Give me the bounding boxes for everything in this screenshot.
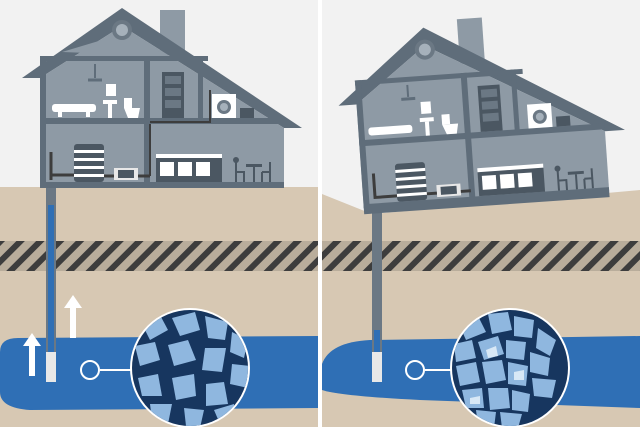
clay-layer [322, 241, 640, 271]
door-icon [162, 72, 184, 118]
chair-icon [261, 162, 271, 182]
panel-divider [318, 0, 322, 427]
aquifer-closeup-right [450, 308, 570, 427]
magnifier-circle-icon [80, 360, 100, 380]
sink-icon [103, 84, 117, 118]
water-tank-icon [394, 162, 428, 202]
aquifer-closeup-left [130, 308, 250, 427]
house-floor [363, 187, 610, 215]
magnifier-circle-icon [405, 360, 425, 380]
basket [555, 115, 571, 127]
chair-icon [233, 157, 245, 182]
roof [338, 27, 625, 132]
kitchen-counter-icon [156, 154, 222, 182]
pipe [371, 173, 471, 200]
chair-icon [583, 168, 594, 189]
well-casing [372, 168, 382, 380]
bathtub [52, 104, 96, 117]
bathtub [368, 124, 413, 136]
well-water-column [48, 205, 54, 380]
washing-machine-icon [526, 102, 553, 129]
pump-icon [114, 168, 138, 180]
house-floor [40, 182, 284, 188]
chair-icon [554, 165, 569, 191]
water-tank-icon [74, 144, 104, 182]
up-arrow-icon [23, 333, 41, 376]
roof [22, 8, 302, 128]
basket [240, 108, 254, 118]
panel-right [322, 0, 640, 427]
shower-icon [401, 84, 416, 101]
panel-left [0, 0, 318, 427]
house-right [338, 17, 625, 215]
shower-icon [88, 64, 102, 82]
house-left [22, 8, 302, 188]
table [246, 164, 262, 167]
door-icon [477, 84, 503, 132]
pump-icon [436, 183, 462, 198]
well-screen [46, 352, 56, 382]
toilet-icon [441, 114, 459, 135]
up-arrow-icon [64, 295, 82, 338]
kitchen-counter-icon [477, 163, 546, 197]
table [567, 170, 584, 175]
washing-machine-icon [212, 94, 236, 118]
sink-icon [419, 101, 434, 136]
well-screen [372, 352, 382, 382]
toilet-icon [124, 98, 140, 118]
